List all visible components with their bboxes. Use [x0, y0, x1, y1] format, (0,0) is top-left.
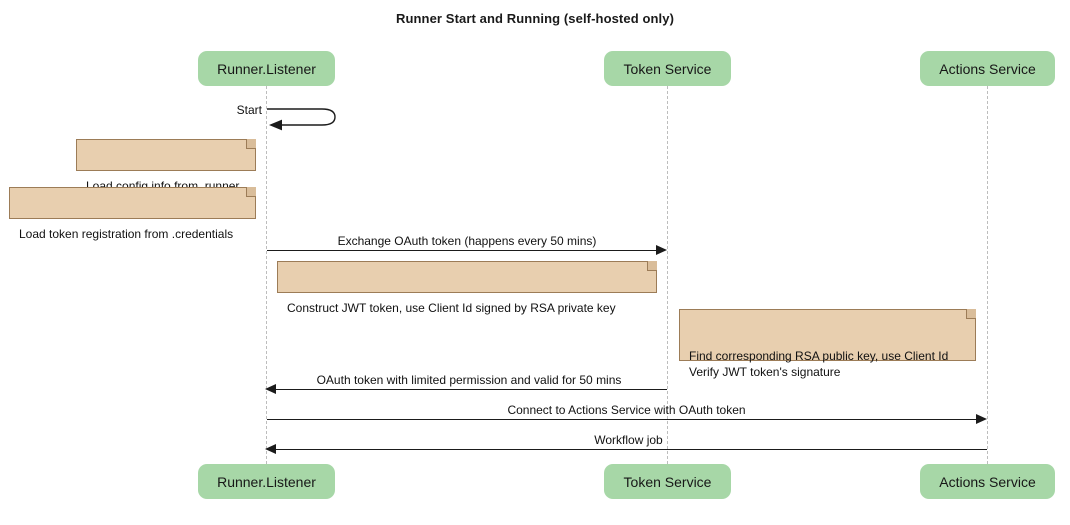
note-load-config: Load config info from .runner: [76, 139, 256, 193]
note-fold-corner-icon: [246, 139, 256, 149]
note-load-token-registration: Load token registration from .credential…: [9, 187, 256, 241]
message-connect-actions-line: [267, 419, 981, 420]
message-oauth-token-return-arrowhead: [265, 384, 276, 394]
message-workflow-job-label: Workflow job: [594, 433, 663, 447]
message-start-label: Start: [236, 103, 262, 117]
note-fold-corner-icon: [966, 309, 976, 319]
participant-runner-top[interactable]: Runner.Listener: [198, 51, 335, 86]
lifeline-token: [667, 86, 668, 464]
note-fold-corner-icon: [647, 261, 657, 271]
message-exchange-oauth-label: Exchange OAuth token (happens every 50 m…: [337, 234, 597, 248]
participant-actions-top-label: Actions Service: [939, 60, 1036, 77]
participant-runner-bottom-label: Runner.Listener: [217, 473, 316, 490]
message-start-selfloop: [266, 104, 346, 132]
lifeline-runner: [266, 86, 267, 464]
diagram-title: Runner Start and Running (self-hosted on…: [395, 11, 675, 26]
message-exchange-oauth-arrowhead: [656, 245, 667, 255]
message-oauth-token-return-label: OAuth token with limited permission and …: [316, 373, 622, 387]
note-construct-jwt-text: Construct JWT token, use Client Id signe…: [287, 301, 616, 315]
participant-runner-top-label: Runner.Listener: [217, 60, 316, 77]
note-verify-jwt: Find corresponding RSA public key, use C…: [679, 309, 976, 379]
participant-token-bottom[interactable]: Token Service: [604, 464, 731, 499]
participant-token-top[interactable]: Token Service: [604, 51, 731, 86]
message-connect-actions-label: Connect to Actions Service with OAuth to…: [507, 403, 746, 417]
lifeline-actions: [987, 86, 988, 464]
participant-actions-top[interactable]: Actions Service: [920, 51, 1055, 86]
message-connect-actions-arrowhead: [976, 414, 987, 424]
note-fold-corner-icon: [246, 187, 256, 197]
message-workflow-job-arrowhead: [265, 444, 276, 454]
message-exchange-oauth-line: [267, 250, 661, 251]
message-workflow-job-line: [272, 449, 987, 450]
note-load-token-registration-text: Load token registration from .credential…: [19, 227, 234, 241]
participant-actions-bottom-label: Actions Service: [939, 473, 1036, 490]
note-construct-jwt: Construct JWT token, use Client Id signe…: [277, 261, 657, 315]
message-oauth-token-return-line: [272, 389, 667, 390]
participant-token-bottom-label: Token Service: [623, 473, 712, 490]
note-verify-jwt-text: Find corresponding RSA public key, use C…: [689, 349, 949, 379]
participant-actions-bottom[interactable]: Actions Service: [920, 464, 1055, 499]
participant-runner-bottom[interactable]: Runner.Listener: [198, 464, 335, 499]
participant-token-top-label: Token Service: [623, 60, 712, 77]
